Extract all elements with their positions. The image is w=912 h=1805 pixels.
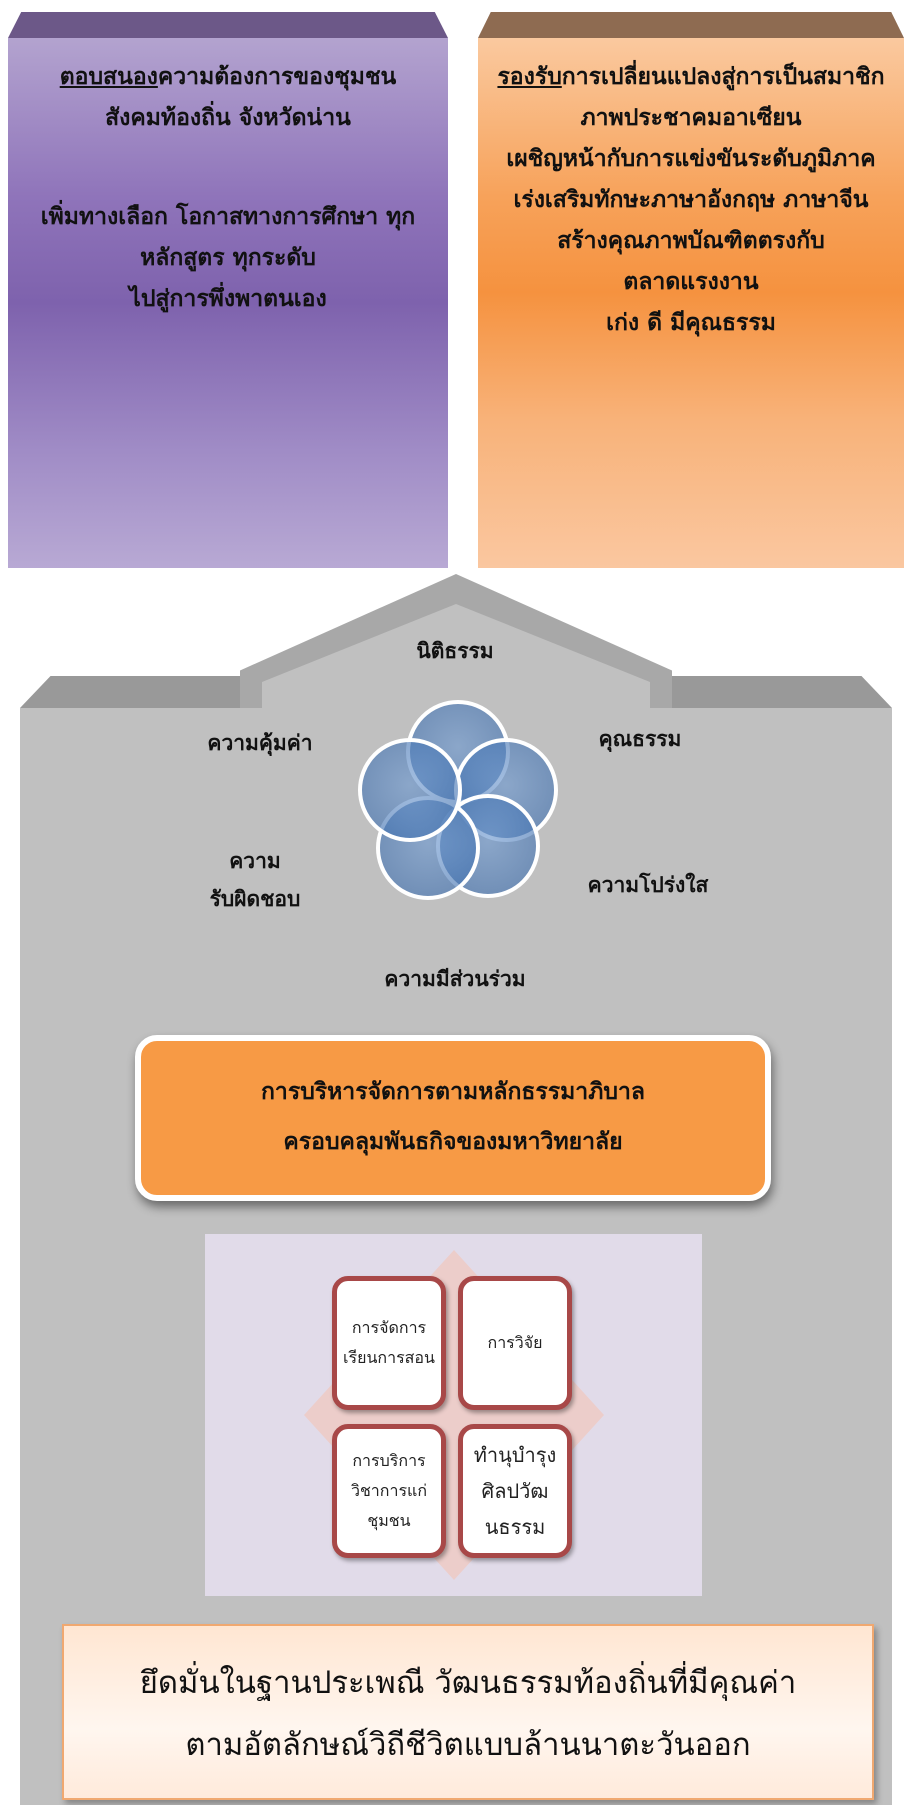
principle-value-for-money: ความคุ้มค่า [207, 730, 313, 755]
right-pillar-line7: เก่ง ดี มีคุณธรรม [606, 309, 776, 336]
mission-culture-line3: นธรรม [484, 1515, 546, 1539]
right-pillar-line4: เร่งเสริมทักษะภาษาอังกฤษ ภาษาจีน [513, 186, 869, 213]
right-pillar-cap [478, 12, 904, 38]
mission-teaching: การจัดการ เรียนการสอน [332, 1276, 446, 1410]
left-pillar-cap [8, 12, 448, 38]
foundation-banner: ยึดมั่นในฐานประเพณี วัฒนธรรมท้องถิ่นที่ม… [62, 1624, 874, 1800]
left-pillar-line5: ไปสู่การพึ่งพาตนเอง [129, 285, 327, 312]
mission-culture: ทำนุบำรุง ศิลปวัฒ นธรรม [458, 1424, 572, 1558]
right-pillar-line3: เผชิญหน้ากับการแข่งขันระดับภูมิภาค [506, 145, 876, 172]
mission-culture-line1: ทำนุบำรุง [473, 1443, 557, 1467]
left-pillar-line3: เพิ่มทางเลือก โอกาสทางการศึกษา ทุก [40, 203, 416, 230]
right-pillar-line6: ตลาดแรงงาน [623, 268, 759, 295]
left-pillar-line1: ตอบสนองความต้องการของชุมชน [59, 63, 397, 90]
banner-line2: ตามอัตลักษณ์วิถีชีวิตแบบล้านนาตะวันออก [185, 1727, 751, 1763]
principle-morality: คุณธรรม [598, 726, 682, 751]
principle-accountability-line2: รับผิดชอบ [209, 886, 301, 911]
governance-box: การบริหารจัดการตามหลักธรรมาภิบาล ครอบคลุ… [135, 1035, 771, 1201]
mission-service-line2: วิชาการแก่ [350, 1481, 428, 1500]
governance-line2: ครอบคลุมพันธกิจของมหาวิทยาลัย [283, 1128, 623, 1155]
mission-academic-service: การบริการ วิชาการแก่ ชุมชน [332, 1424, 446, 1558]
left-pillar-line2: สังคมท้องถิ่น จังหวัดน่าน [105, 104, 351, 131]
mission-service-line3: ชุมชน [367, 1511, 411, 1530]
mission-research: การวิจัย [458, 1276, 572, 1410]
right-pillar-line5: สร้างคุณภาพบัณฑิตตรงกับ [557, 227, 825, 254]
banner-line1: ยึดมั่นในฐานประเพณี วัฒนธรรมท้องถิ่นที่ม… [139, 1665, 797, 1701]
venn-circle-left [358, 738, 462, 842]
principle-rule-of-law: นิติธรรม [416, 638, 494, 663]
right-pillar: รองรับการเปลี่ยนแปลงสู่การเป็นสมาชิก ภาพ… [478, 38, 904, 568]
mission-teaching-line2: เรียนการสอน [343, 1348, 435, 1367]
governance-line1: การบริหารจัดการตามหลักธรรมาภิบาล [261, 1078, 645, 1105]
mission-teaching-line1: การจัดการ [351, 1318, 427, 1337]
principle-accountability: ความ รับผิดชอบ [180, 842, 330, 918]
right-pillar-line1: รองรับการเปลี่ยนแปลงสู่การเป็นสมาชิก [497, 63, 885, 90]
mission-culture-line2: ศิลปวัฒ [481, 1479, 549, 1503]
mission-research-line1: การวิจัย [487, 1333, 543, 1352]
principle-accountability-line1: ความ [229, 848, 281, 873]
right-pillar-line2: ภาพประชาคมอาเซียน [580, 104, 802, 131]
principle-transparency: ความโปร่งใส [587, 872, 709, 897]
principle-participation: ความมีส่วนร่วม [384, 966, 526, 991]
left-pillar: ตอบสนองความต้องการของชุมชน สังคมท้องถิ่น… [8, 38, 448, 568]
left-pillar-line4: หลักสูตร ทุกระดับ [140, 244, 316, 271]
mission-service-line1: การบริการ [352, 1451, 426, 1470]
principles-venn [358, 700, 558, 900]
